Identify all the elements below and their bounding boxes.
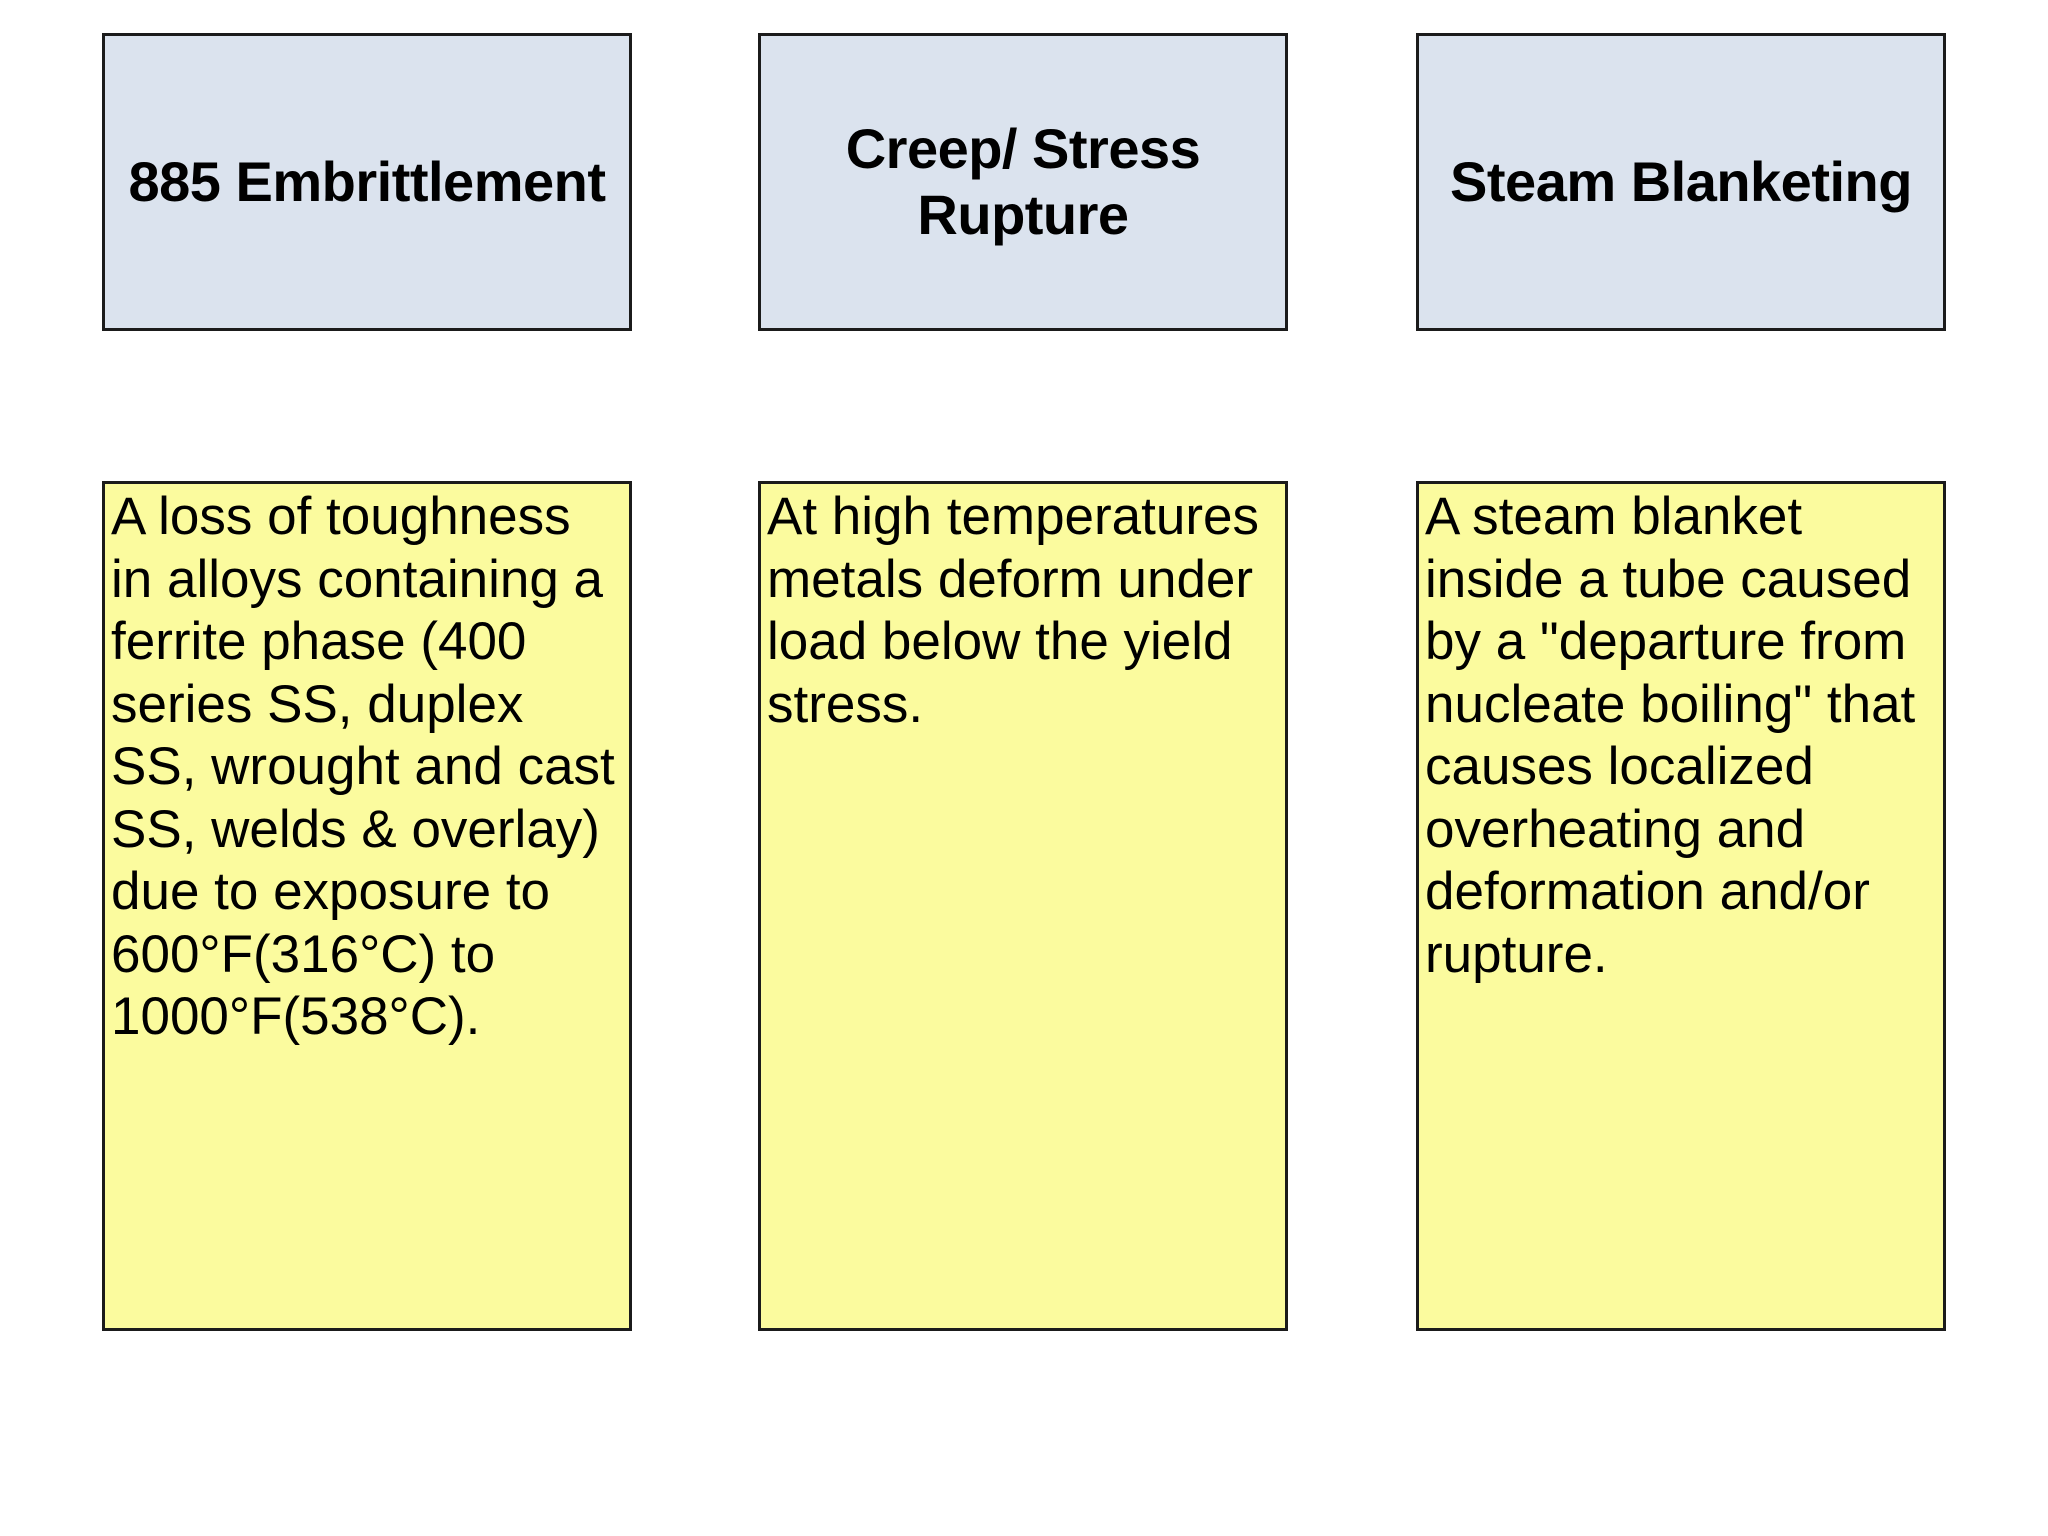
header-title-creep-stress-rupture: Creep/ Stress Rupture bbox=[845, 116, 1201, 246]
column-885-embrittlement: 885 Embrittlement A loss of toughness in… bbox=[102, 0, 632, 1536]
header-title-steam-blanketing: Steam Blanketing bbox=[1450, 149, 1912, 213]
definition-text-creep-stress-rupture: At high temperatures metals deform under… bbox=[767, 487, 1274, 734]
definition-text-885-embrittlement: A loss of toughness in alloys containing… bbox=[111, 487, 630, 1047]
header-box-creep-stress-rupture: Creep/ Stress Rupture bbox=[758, 33, 1288, 331]
header-box-885-embrittlement: 885 Embrittlement bbox=[102, 33, 632, 331]
definition-box-885-embrittlement: A loss of toughness in alloys containing… bbox=[102, 481, 632, 1331]
definition-box-creep-stress-rupture: At high temperatures metals deform under… bbox=[758, 481, 1288, 1331]
header-box-steam-blanketing: Steam Blanketing bbox=[1416, 33, 1946, 331]
definition-text-steam-blanketing: A steam blanket inside a tube caused by … bbox=[1425, 487, 1931, 984]
column-steam-blanketing: Steam Blanketing A steam blanket inside … bbox=[1416, 0, 1946, 1536]
column-creep-stress-rupture: Creep/ Stress Rupture At high temperatur… bbox=[758, 0, 1288, 1536]
header-title-885-embrittlement: 885 Embrittlement bbox=[128, 149, 607, 213]
definition-box-steam-blanketing: A steam blanket inside a tube caused by … bbox=[1416, 481, 1946, 1331]
